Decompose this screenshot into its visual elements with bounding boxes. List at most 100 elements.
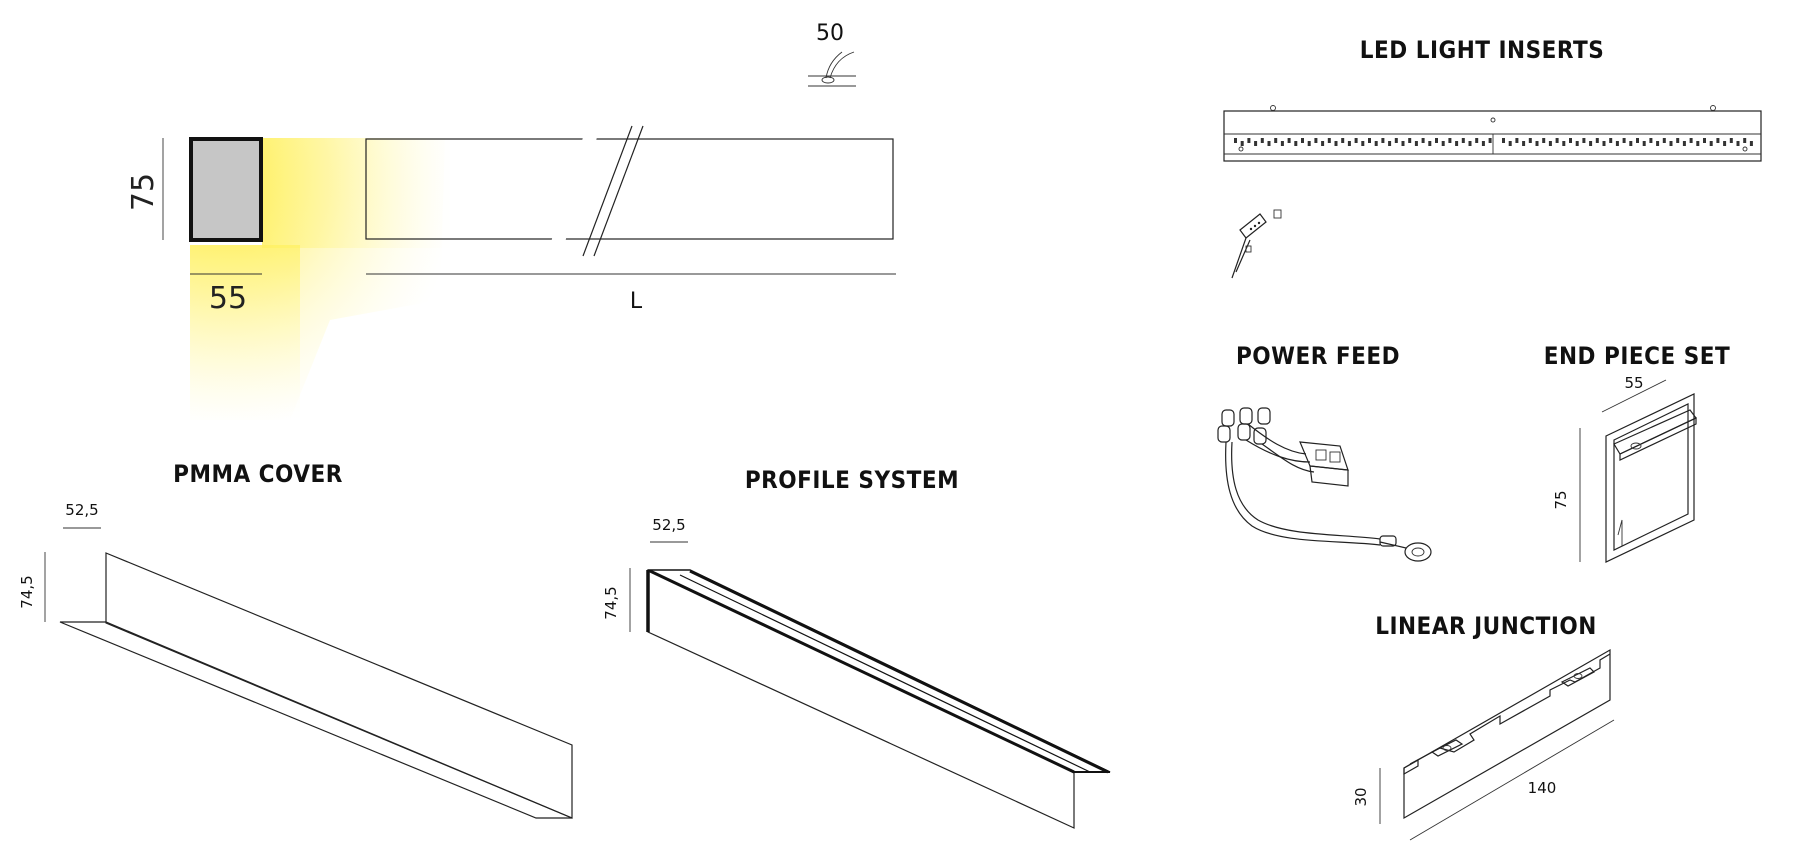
insert-clip-drawing (1231, 209, 1282, 279)
led-chip (1729, 138, 1733, 143)
profile-system-drawing (646, 569, 1111, 829)
power-feed-drawing (1217, 407, 1432, 562)
led-chip (1468, 141, 1472, 146)
led-chip (1254, 141, 1258, 146)
led-chip (1448, 138, 1452, 143)
led-chips (1234, 138, 1753, 146)
pmma-cover-title: PMMA COVER (173, 460, 343, 488)
profile-section (189, 137, 263, 242)
led-chip (1676, 138, 1680, 143)
end-piece-drawing (1605, 393, 1697, 563)
led-chip (1341, 138, 1345, 143)
led-chip (1274, 138, 1278, 143)
led-chip (1602, 141, 1606, 146)
linear-junction-length-dim: 140 (1528, 779, 1557, 797)
length-dim: L (630, 289, 643, 314)
profile-width-dim: 52,5 (652, 516, 685, 534)
led-chip (1629, 141, 1633, 146)
led-chip (1709, 141, 1713, 146)
led-chip (1301, 138, 1304, 143)
led-chip (1569, 138, 1572, 143)
led-chip (1622, 138, 1626, 143)
width-dim: 55 (209, 281, 247, 316)
profile-system-title: PROFILE SYSTEM (745, 466, 959, 494)
led-chip (1696, 141, 1700, 146)
led-chip (1294, 141, 1298, 146)
led-chip (1522, 141, 1526, 146)
led-chip (1334, 141, 1338, 146)
cable-detail: 50 (808, 21, 856, 87)
light-glow-down (190, 245, 300, 420)
led-chip (1582, 138, 1586, 143)
led-chip (1743, 138, 1747, 143)
led-chip (1723, 141, 1727, 146)
profile-height-dim: 74,5 (602, 586, 620, 619)
led-chip (1421, 138, 1425, 143)
break-mark (546, 125, 644, 257)
led-chip (1736, 141, 1740, 146)
profile-system-group: PROFILE SYSTEM 52,5 74,5 (602, 466, 1111, 829)
led-chip (1481, 141, 1485, 146)
led-chip (1368, 138, 1371, 143)
led-chip (1234, 138, 1237, 143)
pmma-width-dim: 52,5 (65, 501, 98, 519)
led-chip (1649, 138, 1653, 143)
section-view: 75 55 L 50 (126, 21, 896, 420)
led-chip (1428, 141, 1432, 146)
pmma-cover-drawing (59, 552, 573, 819)
linear-junction-height-dim: 30 (1352, 787, 1370, 806)
end-piece-group: END PIECE SET 55 75 (1544, 342, 1731, 563)
led-chip (1609, 138, 1613, 143)
linear-junction-title: LINEAR JUNCTION (1375, 612, 1597, 640)
led-chip (1247, 138, 1251, 143)
power-feed-title: POWER FEED (1236, 342, 1400, 370)
led-inserts-title: LED LIGHT INSERTS (1360, 36, 1605, 64)
led-chip (1388, 141, 1392, 146)
led-chip (1361, 141, 1365, 146)
end-piece-height-dim: 75 (1552, 490, 1570, 509)
led-chip (1716, 138, 1720, 143)
led-chip (1703, 138, 1706, 143)
led-chip (1595, 138, 1599, 143)
led-chip (1689, 138, 1693, 143)
pmma-height-dim: 74,5 (18, 575, 36, 608)
led-chip (1408, 138, 1412, 143)
led-chip (1669, 141, 1673, 146)
light-glow-right (262, 138, 452, 248)
end-piece-title: END PIECE SET (1544, 342, 1731, 370)
led-chip (1401, 141, 1405, 146)
led-inserts-group: LED LIGHT INSERTS (1223, 36, 1762, 279)
led-chip (1327, 138, 1331, 143)
led-chip (1488, 138, 1492, 143)
cable-dim: 50 (816, 21, 844, 46)
led-chip (1535, 141, 1539, 146)
linear-junction-length-dim-line (1409, 719, 1615, 841)
led-chip (1508, 141, 1512, 146)
led-chip (1575, 141, 1579, 146)
led-chip (1287, 138, 1291, 143)
led-chip (1240, 141, 1244, 146)
linear-junction-drawing (1403, 648, 1611, 820)
led-chip (1682, 141, 1686, 146)
led-chip (1528, 138, 1532, 143)
led-chip (1374, 141, 1378, 146)
led-chip (1267, 141, 1271, 146)
led-chip (1615, 141, 1619, 146)
led-chip (1441, 141, 1445, 146)
led-insert-drawing (1223, 105, 1762, 162)
height-dim: 75 (126, 173, 161, 211)
led-chip (1636, 138, 1639, 143)
led-chip (1414, 141, 1418, 146)
led-chip (1475, 138, 1479, 143)
led-chip (1260, 138, 1264, 143)
led-chip (1381, 138, 1385, 143)
linear-junction-group: LINEAR JUNCTION 30 140 (1352, 612, 1615, 841)
led-chip (1662, 138, 1666, 143)
led-chip (1314, 138, 1318, 143)
led-chip (1307, 141, 1311, 146)
led-chip (1642, 141, 1646, 146)
led-chip (1589, 141, 1593, 146)
led-chip (1548, 141, 1552, 146)
led-chip (1394, 138, 1398, 143)
